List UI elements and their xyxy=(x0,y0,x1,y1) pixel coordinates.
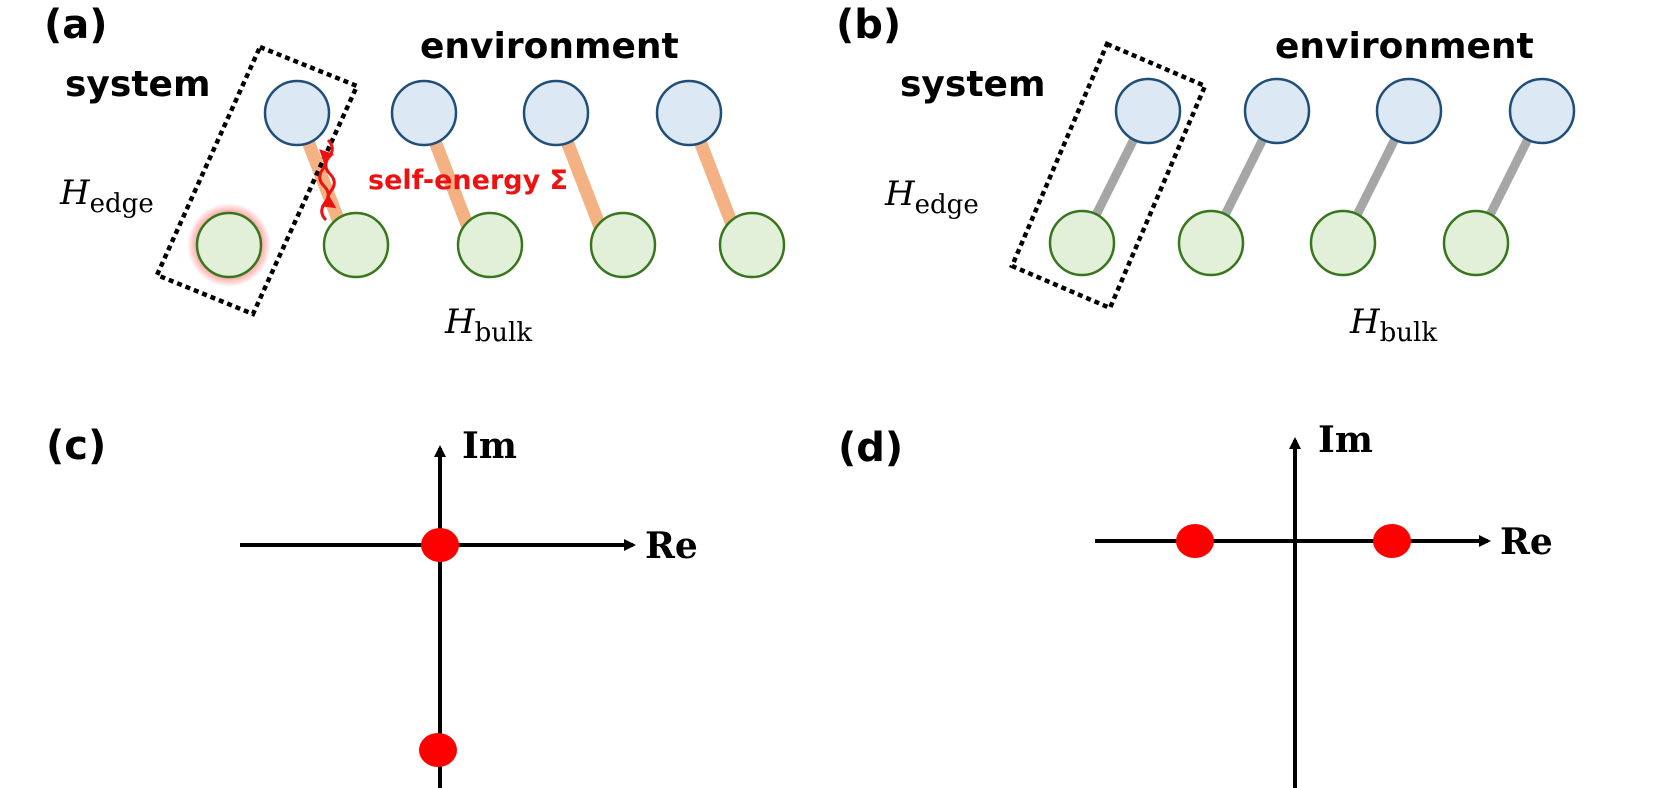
panel-c-eigenvalue-imaginary xyxy=(419,733,457,767)
panel-c-re-label: Re xyxy=(645,525,698,567)
site-a-bottom-4 xyxy=(718,211,786,279)
panel-d-label: (d) xyxy=(838,425,903,471)
panel-a-bulk-sites xyxy=(195,211,786,279)
site-b-bottom-1 xyxy=(1048,209,1116,277)
panel-d-eigenvalue-left xyxy=(1176,524,1214,558)
panel-a: (a) system environment xyxy=(44,2,786,348)
panel-c: (c) Im Re xyxy=(46,423,698,788)
panel-a-label: (a) xyxy=(44,2,108,48)
h-edge-symbol: H xyxy=(884,174,916,214)
panel-a-environment-label: environment xyxy=(420,26,679,67)
panel-a-system-label: system xyxy=(65,64,210,105)
site-a-system xyxy=(195,211,263,279)
site-a-top-4 xyxy=(655,79,723,147)
h-edge-subscript: edge xyxy=(90,189,154,219)
site-a-bottom-2 xyxy=(456,211,524,279)
h-bulk-subscript: bulk xyxy=(475,318,533,348)
panel-a-system-box xyxy=(153,44,361,317)
panel-b-top-sites xyxy=(1114,77,1576,145)
site-a-top-2 xyxy=(390,79,458,147)
site-a-top-3 xyxy=(522,79,590,147)
panel-a-environment-sites xyxy=(263,79,723,147)
panel-a-h-edge: Hedge xyxy=(59,173,154,219)
panel-b-label: (b) xyxy=(836,2,901,48)
panel-d-re-label: Re xyxy=(1500,521,1553,563)
h-bulk-symbol: H xyxy=(444,302,476,342)
panel-c-eigenvalue-origin xyxy=(421,528,459,562)
site-a-bottom-1 xyxy=(322,211,390,279)
site-b-bottom-4 xyxy=(1442,209,1510,277)
panel-b-system-label: system xyxy=(900,64,1045,105)
site-a-top-1 xyxy=(263,79,331,147)
panel-d-im-label: Im xyxy=(1318,419,1373,461)
h-bulk-symbol: H xyxy=(1349,302,1381,342)
panel-c-label: (c) xyxy=(46,423,106,469)
self-energy-label: self-energy Σ xyxy=(368,165,568,196)
panel-b-h-bulk: Hbulk xyxy=(1349,302,1437,348)
panel-b-bottom-sites xyxy=(1048,209,1510,277)
site-b-top-4 xyxy=(1508,77,1576,145)
site-b-bottom-3 xyxy=(1309,209,1377,277)
site-b-bottom-2 xyxy=(1177,209,1245,277)
panel-c-im-label: Im xyxy=(462,425,517,467)
panel-a-h-bulk: Hbulk xyxy=(444,302,532,348)
panel-b-h-edge: Hedge xyxy=(884,174,979,220)
panel-d: (d) Im Re xyxy=(838,419,1553,788)
site-a-bottom-3 xyxy=(589,211,657,279)
panel-d-eigenvalue-right xyxy=(1373,524,1411,558)
panel-b: (b) system environment Hedge Hbulk xyxy=(836,2,1576,348)
h-edge-symbol: H xyxy=(59,173,91,213)
h-edge-subscript: edge xyxy=(915,190,979,220)
self-energy-arrow-down xyxy=(320,138,337,209)
panel-b-system-box xyxy=(1009,41,1208,311)
panel-b-environment-label: environment xyxy=(1275,26,1534,67)
site-b-top-2 xyxy=(1243,77,1311,145)
site-b-top-3 xyxy=(1375,77,1443,145)
site-b-top-1 xyxy=(1114,77,1182,145)
h-bulk-subscript: bulk xyxy=(1380,318,1438,348)
